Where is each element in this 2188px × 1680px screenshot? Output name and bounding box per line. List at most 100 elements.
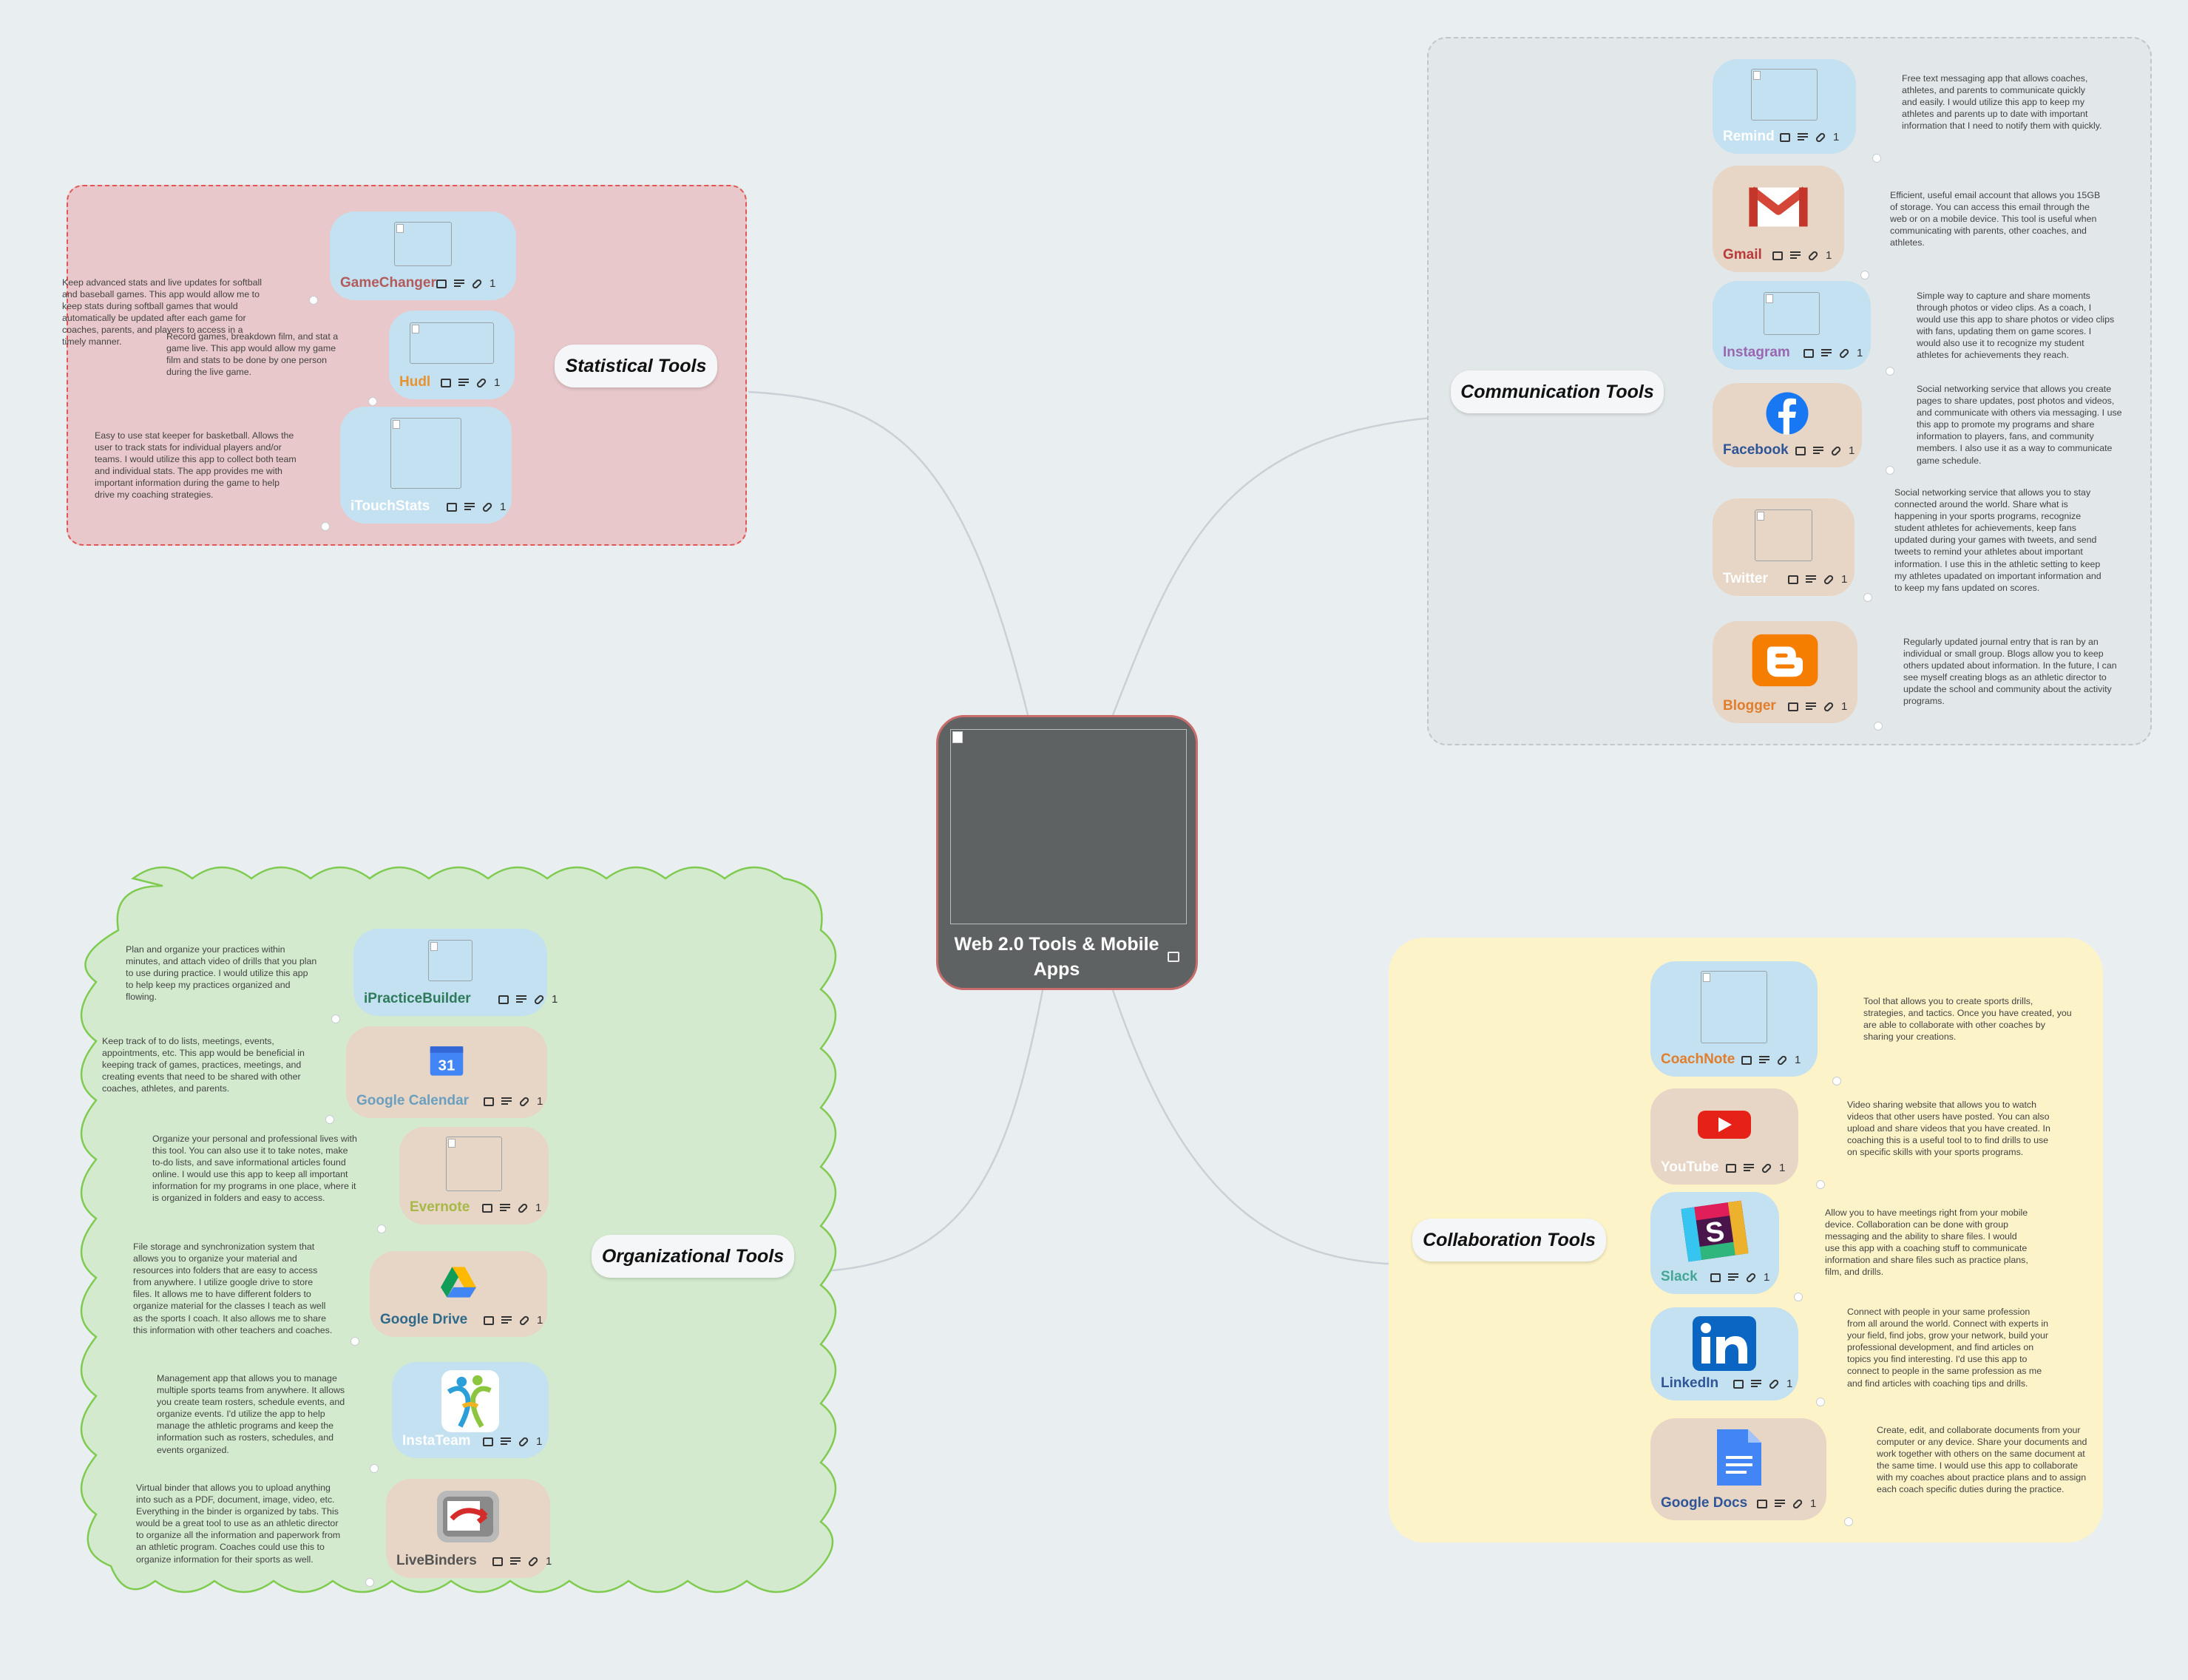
link-icon[interactable] [533,993,545,1006]
notes-icon[interactable] [1813,446,1823,455]
link-icon[interactable] [517,1202,529,1214]
image-icon[interactable] [1168,952,1179,962]
app-name: InstaTeam [402,1433,471,1449]
image-icon[interactable] [1780,132,1790,142]
link-icon[interactable] [1745,1271,1757,1284]
notes-icon[interactable] [1744,1163,1754,1173]
link-icon[interactable] [1838,347,1850,359]
image-icon[interactable] [482,1203,492,1213]
topic-statistical-tools[interactable]: Statistical Tools [555,345,717,387]
link-icon[interactable] [527,1555,539,1568]
notes-icon[interactable] [1728,1273,1738,1282]
notes-icon[interactable] [1806,575,1816,584]
app-name: Twitter [1723,571,1768,586]
notes-icon[interactable] [458,378,469,387]
image-icon[interactable] [1772,251,1783,260]
link-icon[interactable] [1830,444,1842,457]
image-icon[interactable] [441,378,451,387]
link-icon[interactable] [1823,700,1835,713]
note-connector-dot [377,1225,386,1233]
notes-icon[interactable] [510,1557,521,1566]
notes-icon[interactable] [1790,251,1801,260]
link-count: 1 [1857,347,1863,359]
note-connector-dot [325,1115,334,1124]
image-icon[interactable] [484,1097,494,1106]
topic-communication-tools[interactable]: Communication Tools [1451,370,1664,413]
link-icon[interactable] [1815,131,1826,143]
google-docs-logo [1714,1428,1763,1491]
notes-icon[interactable] [1751,1379,1761,1389]
link-icon[interactable] [1768,1378,1780,1390]
notes-icon[interactable] [1806,702,1816,711]
image-icon[interactable] [1788,702,1798,711]
app-name: Facebook [1723,442,1789,458]
link-icon[interactable] [1761,1162,1772,1174]
image-icon[interactable] [483,1437,493,1446]
image-icon[interactable] [1803,348,1814,358]
central-topic[interactable]: Web 2.0 Tools & Mobile Apps [936,715,1198,990]
notes-icon[interactable] [501,1437,511,1446]
link-icon[interactable] [481,501,493,513]
link-icon[interactable] [1823,573,1835,586]
image-icon[interactable] [447,502,457,512]
topic-collaboration-tools[interactable]: Collaboration Tools [1412,1219,1606,1261]
link-count: 1 [535,1202,542,1214]
image-icon[interactable] [484,1315,494,1325]
topic-organizational-tools[interactable]: Organizational Tools [592,1235,794,1278]
link-icon[interactable] [518,1314,530,1327]
notes-icon[interactable] [500,1203,510,1213]
notes-icon[interactable] [1821,348,1832,358]
notes-icon[interactable] [454,279,464,288]
notes-icon[interactable] [1759,1055,1769,1065]
notes-icon[interactable] [1775,1499,1785,1508]
image-icon[interactable] [498,995,509,1004]
image-icon[interactable] [1733,1379,1744,1389]
image-icon[interactable] [1788,575,1798,584]
image-icon[interactable] [1795,446,1806,455]
notes-icon[interactable] [501,1097,512,1106]
notes-icon[interactable] [501,1315,512,1325]
app-name: iPracticeBuilder [364,991,471,1006]
link-icon[interactable] [1792,1497,1803,1510]
link-icon[interactable] [471,277,483,290]
link-icon[interactable] [1807,249,1819,262]
link-icon[interactable] [518,1435,529,1448]
app-description: Video sharing website that allows you to… [1847,1100,2050,1158]
link-icon[interactable] [1776,1054,1788,1066]
link-count: 1 [1826,249,1832,262]
link-icon[interactable] [518,1095,530,1108]
note-connector-dot [1860,271,1869,280]
link-icon[interactable] [475,376,487,389]
app-description: Easy to use stat keeper for basketball. … [95,430,297,501]
image-icon[interactable] [1757,1499,1767,1508]
notes-icon[interactable] [516,995,526,1004]
notes-icon[interactable] [1798,132,1808,142]
image-icon[interactable] [1726,1163,1736,1173]
note-connector-dot [350,1337,359,1346]
image-icon[interactable] [1741,1055,1752,1065]
notes-icon[interactable] [464,502,475,512]
image-icon[interactable] [492,1557,503,1566]
image-icon[interactable] [436,279,447,288]
image-icon[interactable] [1710,1273,1721,1282]
